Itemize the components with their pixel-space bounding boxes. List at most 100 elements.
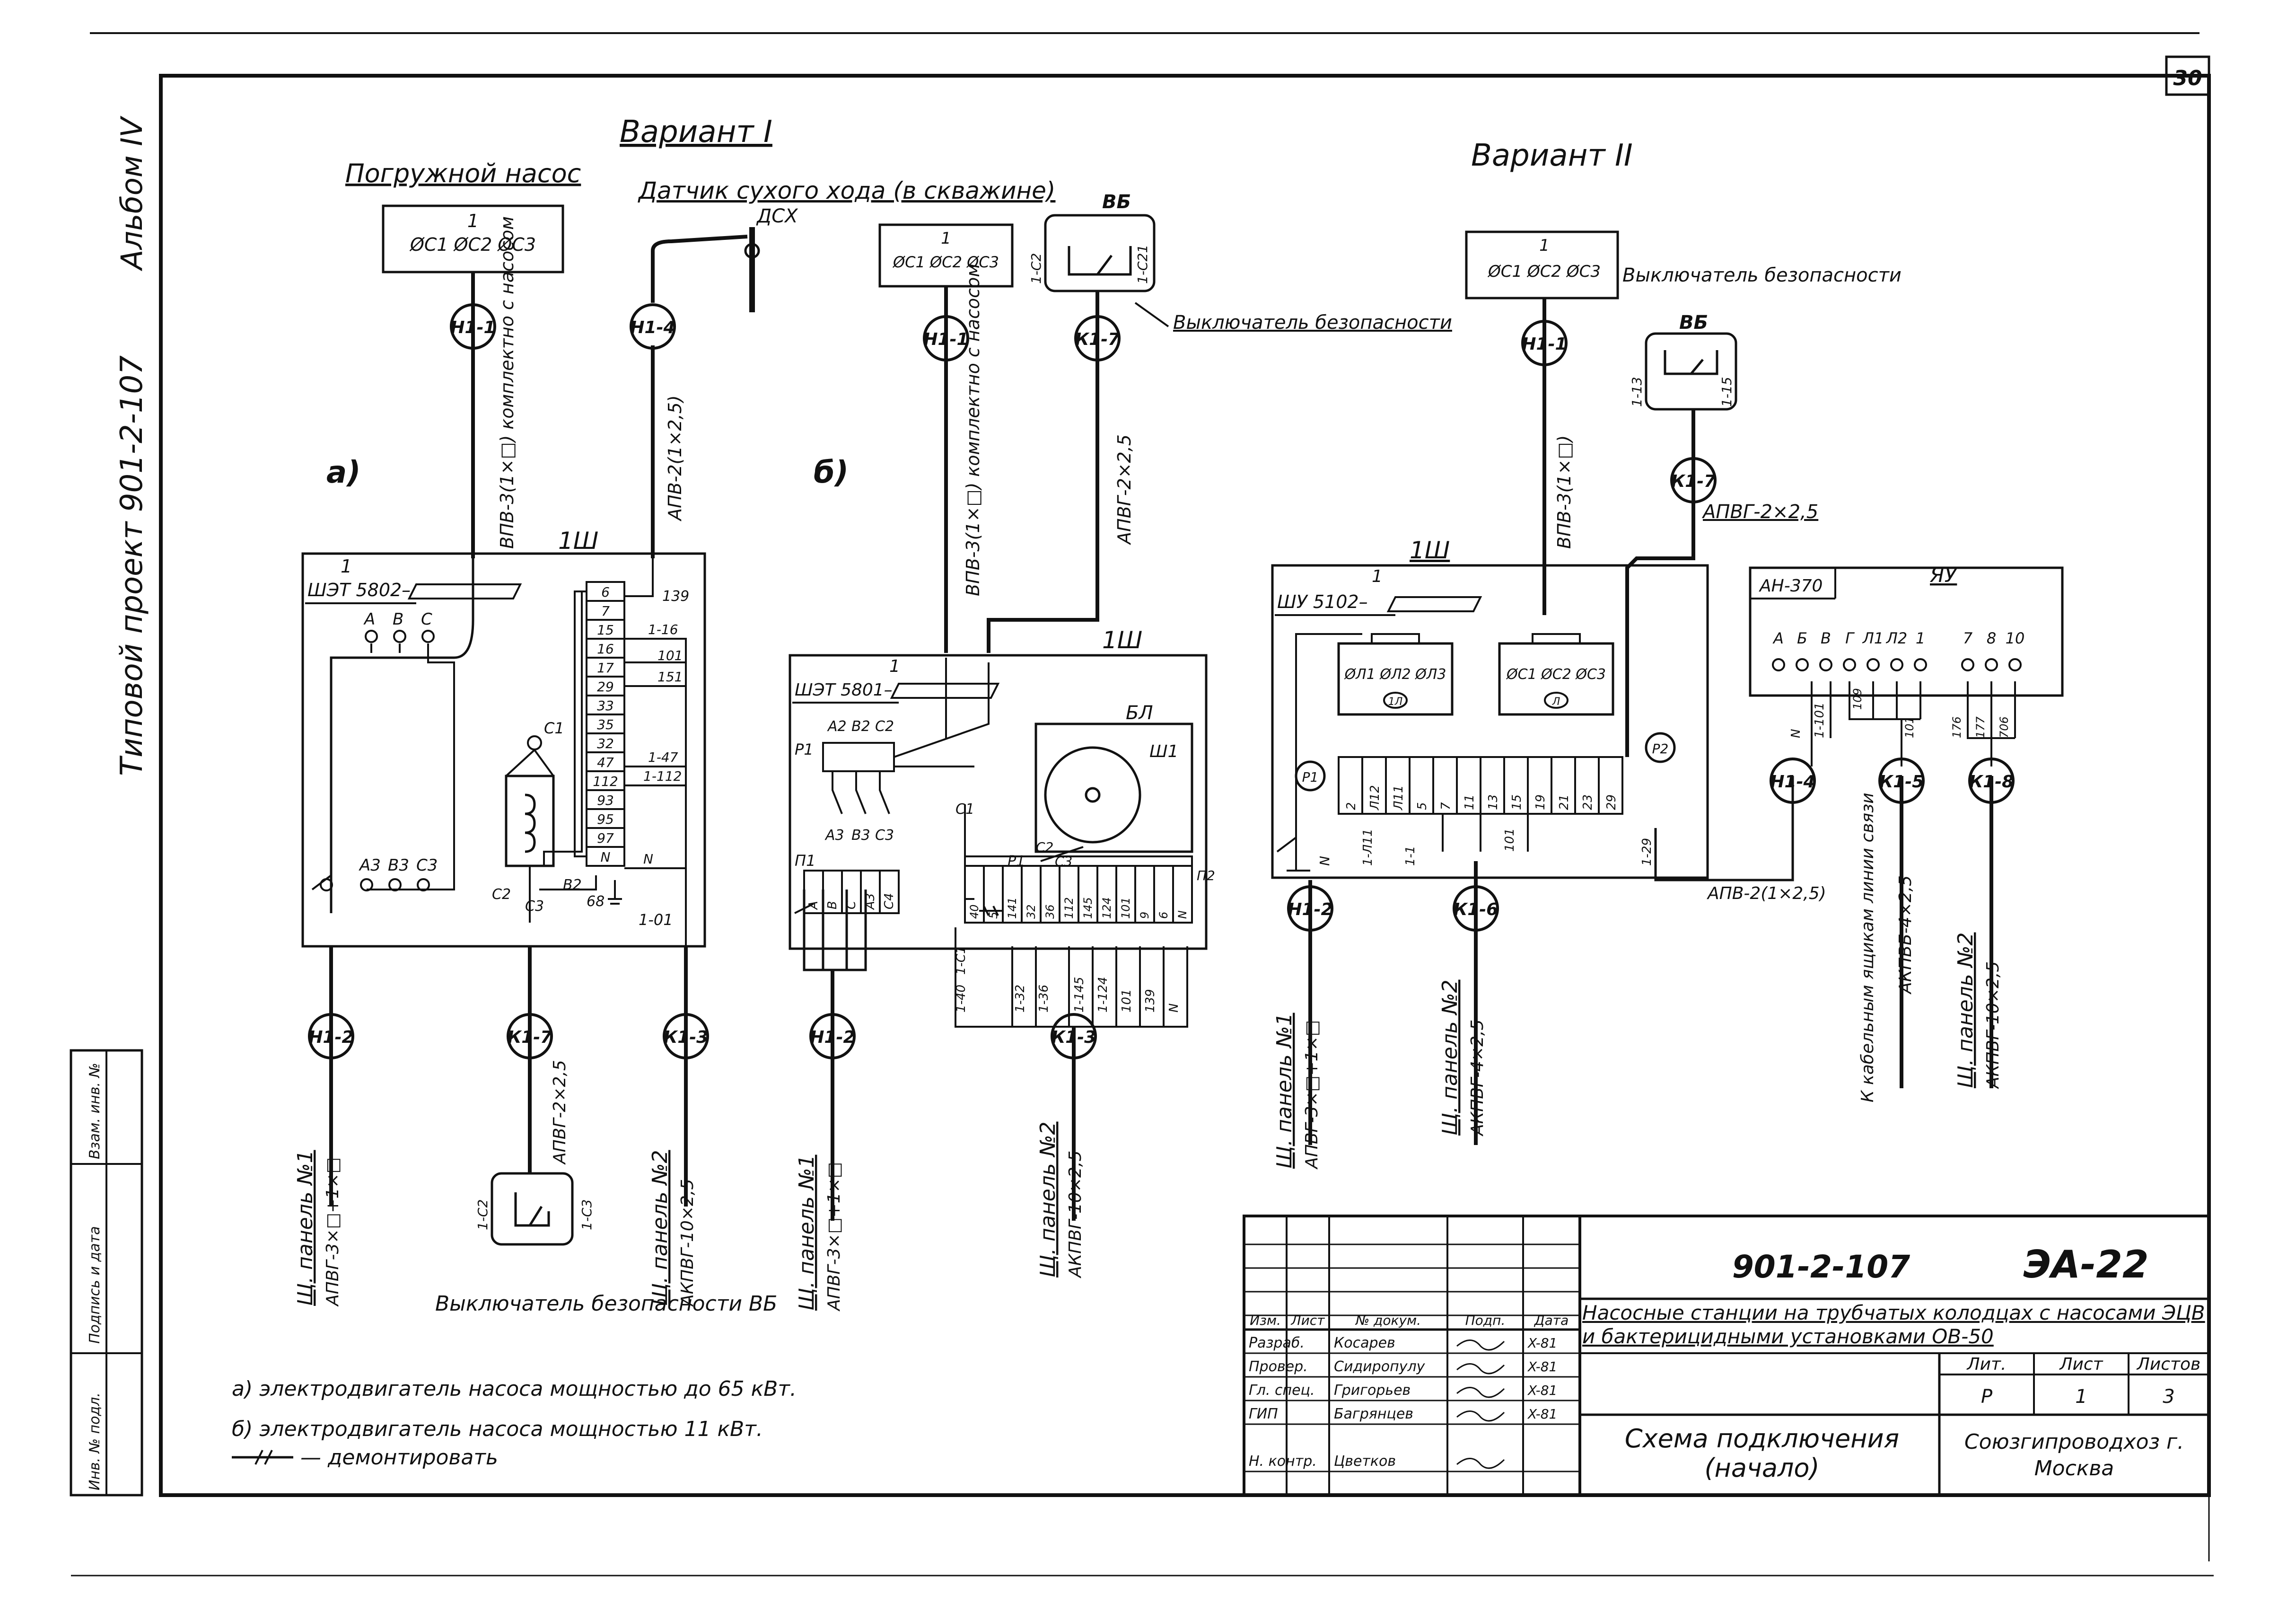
svg-text:3: 3: [2163, 1386, 2174, 1408]
relays-v2: P1 P2: [1295, 732, 1676, 792]
tb-name: Косарев: [1334, 1335, 1395, 1351]
svg-text:ВБ: ВБ: [1102, 191, 1131, 213]
svg-text:139: 139: [1143, 989, 1157, 1013]
tb-date: X-81: [1527, 1383, 1557, 1398]
strip-cell-label: 145: [1081, 897, 1095, 919]
svg-text:A3: A3: [359, 856, 381, 875]
svg-text:A3: A3: [824, 827, 844, 844]
variant1-title: Вариант I: [620, 115, 772, 150]
variant2-title: Вариант II: [1471, 138, 1633, 173]
strip-b-wires: 1-C1 1-40 1-32 1-36 1-145 1-124 101 139 …: [954, 906, 1188, 1028]
svg-text:Н1-2: Н1-2: [1288, 900, 1332, 919]
svg-text:C1: C1: [544, 719, 564, 737]
yau-wires: N 1-101 109 101 176 177 706: [1789, 681, 2016, 766]
tb-stage: Лит. Лист Листов Р 1 3: [1966, 1355, 2201, 1408]
tb-name: Сидиропулу: [1334, 1358, 1426, 1375]
junction-k1-3-a: К1-3: [663, 1013, 709, 1059]
svg-text:N: N: [1167, 1004, 1181, 1013]
bottom-panel1-a: Щ. панель №1: [293, 1150, 317, 1306]
strip-cell-label: C4: [882, 893, 896, 909]
strip-cell-label: 47: [597, 755, 614, 770]
terminals-abc3: A3 B3 C3: [320, 856, 438, 891]
stamp-podpis: Подпись и дата: [87, 1226, 103, 1344]
svg-text:B2: B2: [563, 877, 582, 893]
junction-k1-7-b: К1-7: [1074, 315, 1121, 361]
svg-text:Н1-1: Н1-1: [450, 318, 495, 337]
svg-text:Ш1: Ш1: [1149, 742, 1178, 761]
bottom-panel2-cable-b: АКПВГ-10×2,5: [1066, 1151, 1085, 1278]
strip-cell-label: 15: [1510, 794, 1524, 810]
svg-text:1-145: 1-145: [1072, 977, 1087, 1013]
strip-cell-label: 112: [1062, 897, 1076, 919]
svg-text:ØЛ1 ØЛ2 ØЛ3: ØЛ1 ØЛ2 ØЛ3: [1344, 666, 1446, 683]
yau-term: [1867, 658, 1880, 671]
tb-role: Разраб.: [1249, 1335, 1305, 1351]
svg-text:Н1-4: Н1-4: [630, 318, 675, 337]
svg-text:Л: Л: [1552, 696, 1560, 708]
svg-text:1: 1: [941, 229, 951, 248]
relay-coil-a: C1 C2 C3 B2 68: [492, 719, 605, 923]
bottom-panel2-cable-v2: АКПВГ-4×2,5: [1468, 1020, 1487, 1136]
svg-text:ШУ 5102–: ШУ 5102–: [1277, 591, 1368, 612]
tb-header: Подп.: [1465, 1313, 1506, 1328]
bottom-k-cable: АКПВБ-4×2,5: [1896, 875, 1915, 995]
svg-text:ШЭТ 5802–: ШЭТ 5802–: [307, 580, 411, 600]
safety-switch-a: 1-С2 1-С3 Выключатель безопасности ВБ: [435, 1172, 777, 1316]
terminals-abc: A B C: [363, 610, 435, 643]
sensor-tag: ДСХ: [756, 205, 798, 227]
strip-cell-label: 7: [601, 603, 610, 619]
strip-v2-wires: 1-Л11 1-1 101 1-29 N: [1276, 814, 1654, 872]
tb-role: Гл. спец.: [1249, 1382, 1315, 1399]
svg-text:ØС1 ØС2 ØС3: ØС1 ØС2 ØС3: [1487, 262, 1601, 281]
strip-cell-label: 29: [597, 679, 614, 695]
svg-text:1-16: 1-16: [648, 622, 678, 637]
svg-text:К1-3: К1-3: [1052, 1028, 1096, 1047]
bottom-panel2-v2: Щ. панель №2: [1438, 980, 1462, 1136]
yau-term-label: Г: [1845, 629, 1855, 647]
cable-sensor-a: АПВ-2(1×2,5): [665, 395, 685, 522]
switch-caption-v2: Выключатель безопасности: [1622, 264, 1902, 286]
sensor-title: Датчик сухого хода (в скважине): [638, 177, 1055, 204]
strip-cell-label: 6: [1157, 912, 1170, 919]
svg-text:1-124: 1-124: [1096, 977, 1110, 1013]
note-c: — демонтировать: [300, 1445, 498, 1470]
strip-p2-tag: П2: [1197, 868, 1215, 883]
svg-text:1: 1: [889, 657, 900, 676]
contactor-b: P1 A2 B2 C2 A3 B3 C3 П1 C1 P1 C2 C3: [795, 658, 1084, 900]
svg-text:АН-370: АН-370: [1759, 576, 1823, 596]
panel-a: 1Ш 1 ШЭТ 5802–: [301, 527, 706, 948]
svg-text:176: 176: [1950, 716, 1963, 738]
strip-cell-label: 11: [1463, 794, 1477, 810]
tb-signature: [1456, 1387, 1505, 1398]
junction-n1-4-a: Н1-4: [630, 303, 676, 350]
svg-text:C3: C3: [875, 827, 894, 844]
stamp-vzam: Взам. инв. №: [87, 1063, 103, 1159]
svg-text:Н1-1: Н1-1: [923, 330, 968, 349]
strip-cell-label: Л11: [1392, 785, 1406, 810]
strip-cell-label: A: [806, 901, 821, 910]
strip-cell-label: 13: [1486, 794, 1500, 810]
svg-text:101: 101: [1120, 989, 1134, 1013]
svg-text:1: 1: [2075, 1386, 2087, 1408]
cable-pump-b: ВПВ-3(1×□) комплектно с насосом: [963, 264, 983, 596]
strip-cell-label: 9: [1138, 912, 1151, 919]
tb-code: 901-2-107: [1732, 1249, 1910, 1285]
svg-text:1Л: 1Л: [1388, 696, 1403, 708]
yau-term-label: 1: [1916, 629, 1925, 647]
pump-box-a-terms: ØС1 ØС2 ØС3: [409, 234, 536, 255]
bottom-panel2b-v2: Щ. панель №2: [1954, 933, 1978, 1088]
cable-pump-a: ВПВ-3(1×□) комплектно с насосом: [497, 216, 517, 549]
tb-header: Дата: [1534, 1313, 1569, 1328]
svg-text:К1-5: К1-5: [1879, 772, 1924, 792]
svg-text:П1: П1: [795, 852, 815, 870]
svg-text:БЛ: БЛ: [1126, 702, 1153, 724]
tb-signature: [1456, 1410, 1505, 1422]
svg-text:101: 101: [657, 648, 683, 663]
strip-cell-label: 33: [597, 698, 614, 714]
strip-a-wires: 139 1-16 101 151 1-47 1-112 N 1-01: [608, 588, 689, 946]
svg-text:1Ш: 1Ш: [1410, 537, 1450, 564]
strip-cell-label: 93: [597, 793, 614, 808]
bottom-panel1-v2: Щ. панель №1: [1272, 1013, 1297, 1169]
svg-text:К1-6: К1-6: [1454, 900, 1498, 919]
